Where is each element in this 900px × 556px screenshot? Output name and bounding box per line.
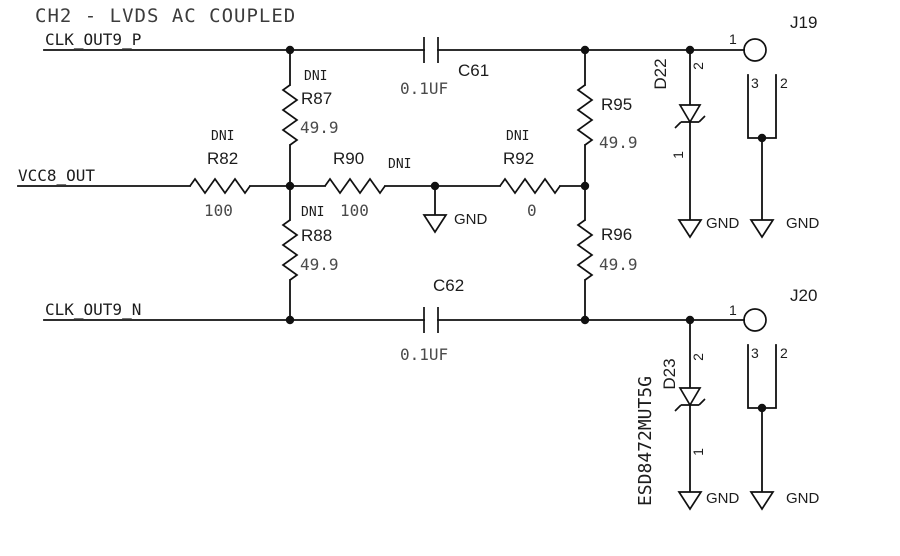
value: 100 <box>204 201 233 220</box>
resistor-r82: DNI R82 100 <box>189 129 251 220</box>
gnd-symbol <box>677 491 703 511</box>
resistor-r92: DNI R92 0 <box>499 129 561 220</box>
value: 0.1UF <box>400 345 448 364</box>
pin-3-label: 3 <box>751 345 759 361</box>
pin-2-label: 2 <box>780 75 788 91</box>
value: 0.1UF <box>400 79 448 98</box>
connector-j20: J20 1 3 2 GND <box>729 286 820 511</box>
connector-j19: J19 1 3 2 GND <box>729 13 820 239</box>
dni-flag: DNI <box>388 157 411 172</box>
diode-triangle <box>678 387 702 407</box>
capacitor-plates <box>423 307 439 333</box>
pin-2-label: 2 <box>780 345 788 361</box>
gnd-symbol <box>749 491 775 511</box>
net-vcc8-out: VCC8_OUT <box>17 166 586 187</box>
refdes: R92 <box>503 149 534 168</box>
resistor-body <box>189 177 251 195</box>
refdes: R88 <box>301 226 332 245</box>
gnd-symbol <box>422 214 448 234</box>
ground-mid: GND <box>422 185 488 234</box>
value: 49.9 <box>599 133 638 152</box>
junction-dot <box>285 181 295 191</box>
pin-2-label: 2 <box>690 62 706 70</box>
diode-d22: D22 2 1 GND <box>651 49 740 239</box>
junction-dots <box>285 45 767 413</box>
junction-dot <box>757 403 767 413</box>
part-number: ESD8472MUT5G <box>635 376 656 506</box>
junction-dot <box>285 315 295 325</box>
net-label-clk-out9-p: CLK_OUT9_P <box>45 30 141 49</box>
refdes: R87 <box>301 89 332 108</box>
pin-1-label: 1 <box>729 302 737 318</box>
net-label-clk-out9-n: CLK_OUT9_N <box>45 300 141 319</box>
resistor-body <box>499 177 561 195</box>
pin-2-label: 2 <box>690 353 706 361</box>
dni-flag: DNI <box>211 129 234 144</box>
refdes: D22 <box>651 58 670 89</box>
junction-dot <box>430 181 440 191</box>
value: 49.9 <box>599 255 638 274</box>
junction-dot <box>285 45 295 55</box>
schematic-title: CH2 - LVDS AC COUPLED <box>35 5 296 27</box>
value: 49.9 <box>300 118 339 137</box>
resistor-body <box>576 219 594 281</box>
pin-1-label: 1 <box>670 151 686 159</box>
diode-triangle <box>678 104 702 124</box>
resistor-body <box>576 84 594 146</box>
pin-1-label: 1 <box>690 448 706 456</box>
zener-bar <box>674 115 706 129</box>
pin-3-label: 3 <box>751 75 759 91</box>
resistor-r95: R95 49.9 <box>576 84 638 152</box>
dni-flag: DNI <box>301 205 324 220</box>
refdes: C62 <box>433 276 464 295</box>
resistor-body <box>324 177 386 195</box>
gnd-label: GND <box>786 215 820 232</box>
value: 49.9 <box>300 255 339 274</box>
resistor-body <box>281 219 299 281</box>
refdes: D23 <box>660 358 679 389</box>
refdes: J20 <box>790 286 817 305</box>
value: 0 <box>527 201 537 220</box>
capacitor-c62: C62 0.1UF <box>400 276 464 364</box>
resistor-body <box>281 84 299 146</box>
junction-dot <box>580 181 590 191</box>
refdes: R90 <box>333 149 364 168</box>
refdes: R82 <box>207 149 238 168</box>
resistor-r90: R90 DNI 100 <box>324 149 411 220</box>
resistor-r96: R96 49.9 <box>576 219 638 281</box>
junction-dot <box>685 315 695 325</box>
value: 100 <box>340 201 369 220</box>
dni-flag: DNI <box>506 129 529 144</box>
pin-1-label: 1 <box>729 31 737 47</box>
net-clk-out9-n: CLK_OUT9_N <box>43 300 745 321</box>
zener-bar <box>674 398 706 412</box>
connector-center-pin <box>743 38 767 62</box>
capacitor-c61: C61 0.1UF <box>400 37 489 98</box>
gnd-label: GND <box>786 490 820 507</box>
gnd-label: GND <box>706 215 740 232</box>
gnd-symbol <box>749 219 775 239</box>
net-label-vcc8-out: VCC8_OUT <box>18 166 95 185</box>
junction-dot <box>685 45 695 55</box>
resistor-r88: DNI R88 49.9 <box>281 205 339 281</box>
refdes: R95 <box>601 95 632 114</box>
net-clk-out9-p: CLK_OUT9_P <box>43 30 745 51</box>
junction-dot <box>757 133 767 143</box>
gnd-symbol <box>677 219 703 239</box>
connector-center-pin <box>743 308 767 332</box>
capacitor-plates <box>423 37 439 63</box>
junction-dot <box>580 45 590 55</box>
dni-flag: DNI <box>304 69 327 84</box>
junction-dot <box>580 315 590 325</box>
shield-pins <box>747 344 777 493</box>
resistor-r87: DNI R87 49.9 <box>281 69 339 146</box>
refdes: J19 <box>790 13 817 32</box>
gnd-label: GND <box>454 211 488 228</box>
gnd-label: GND <box>706 490 740 507</box>
shield-pins <box>747 74 777 221</box>
refdes: R96 <box>601 225 632 244</box>
diode-d23: D23 2 1 ESD8472MUT5G GND <box>635 319 740 511</box>
refdes: C61 <box>458 61 489 80</box>
